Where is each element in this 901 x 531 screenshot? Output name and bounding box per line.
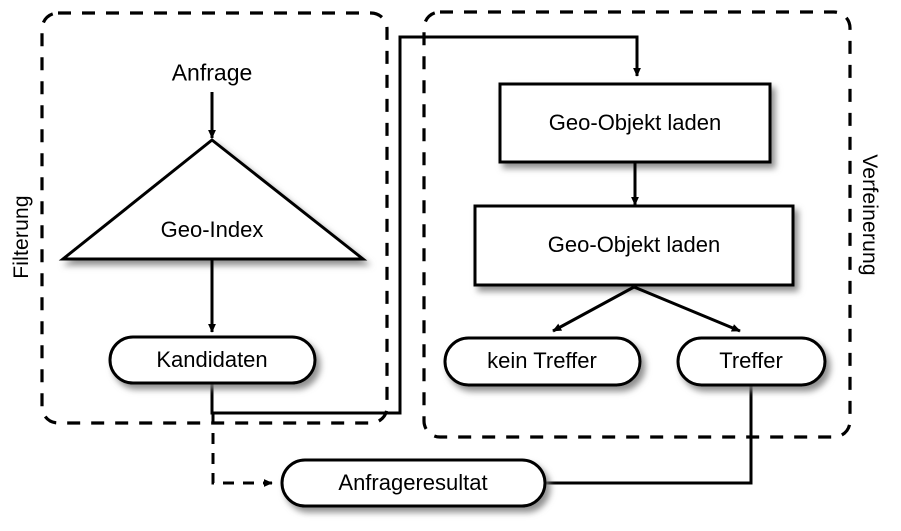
node-label-anfrage: Anfrage <box>171 59 253 86</box>
node-treffer[interactable] <box>676 336 827 387</box>
group-verfeinerung-border <box>422 10 852 439</box>
node-geo-objekt-laden-2[interactable] <box>473 204 795 287</box>
group-label-verfeinerung: Verfeinerung <box>858 154 881 276</box>
edge-kandidaten-to-anfrageresultat <box>211 413 273 487</box>
node-geo-objekt-laden-1[interactable] <box>498 82 772 164</box>
node-kein-treffer[interactable] <box>443 336 642 387</box>
edge-geoobjekt2-to-treffer <box>633 285 741 333</box>
node-kandidaten[interactable] <box>108 335 317 385</box>
group-label-filterung: Filterung <box>10 195 33 279</box>
edge-kandidaten-to-geoobjekt1 <box>210 35 641 415</box>
node-geo-index[interactable] <box>58 138 368 261</box>
node-anfrageresultat[interactable] <box>280 458 547 508</box>
edge-geoobjekt2-to-keintreffer <box>552 285 635 333</box>
edge-treffer-to-anfrageresultat <box>545 384 753 485</box>
